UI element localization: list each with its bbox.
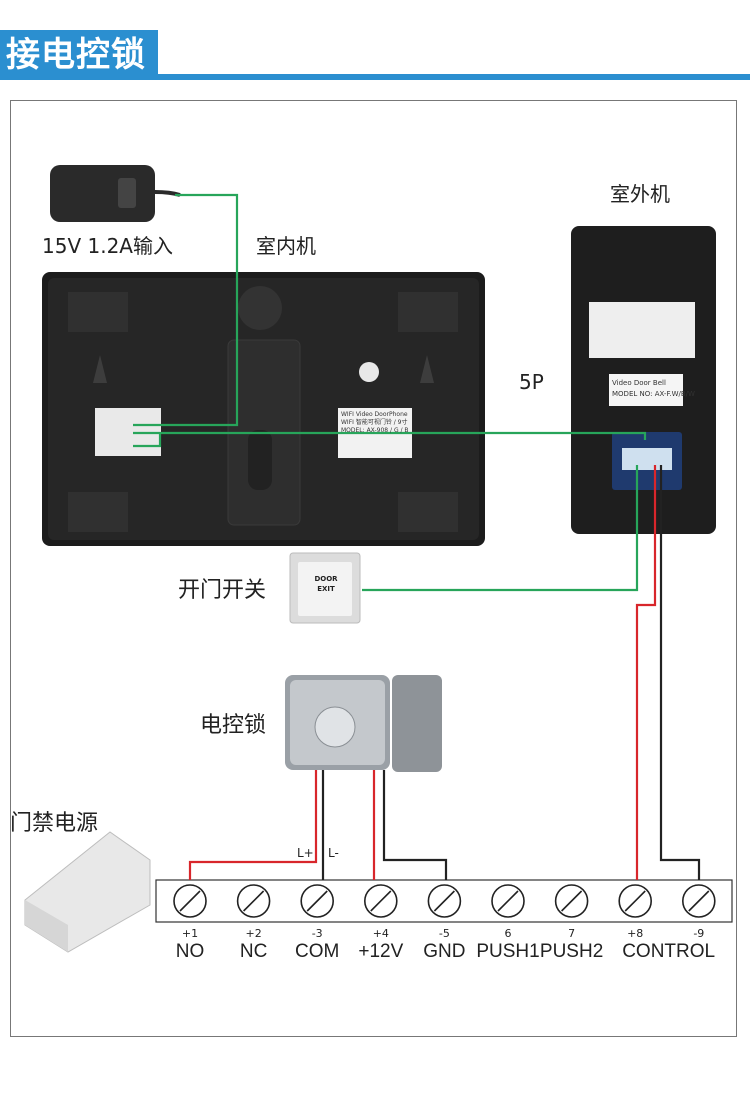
electric-lock-label: 电控锁 [200, 713, 267, 738]
exit-switch-label: 开门开关 [178, 578, 267, 603]
terminal-name: PUSH1 [476, 941, 540, 962]
wires [133, 193, 701, 880]
terminal-screw-slot [433, 890, 455, 912]
terminal-name: GND [423, 941, 466, 962]
section-title: 接电控锁 [0, 30, 158, 80]
exit-switch-image [289, 552, 361, 624]
terminal-name: NO [175, 941, 205, 962]
indoor-sticker-line1: WIFI Video DoorPhone [341, 411, 408, 418]
terminal-number: +4 [372, 927, 389, 940]
power-supply-image [24, 831, 151, 953]
terminal-number: -5 [438, 927, 450, 940]
terminal-number: -9 [693, 927, 705, 940]
exit-button-text: DOOR EXIT [306, 574, 346, 594]
terminal-number: -3 [311, 927, 323, 940]
l-minus-label: L- [328, 846, 339, 860]
terminal-number: +1 [181, 927, 199, 940]
l-plus-label: L+ [297, 846, 314, 860]
terminal-number: +8 [627, 927, 644, 940]
exit-button-line2: EXIT [317, 585, 335, 593]
terminal-screw-slot [243, 890, 265, 912]
outdoor-sticker-line2: MODEL NO: AX-F.W/B/W [612, 390, 695, 398]
exit-button-line1: DOOR [314, 575, 338, 583]
terminal-screw-slot [370, 890, 392, 912]
terminal-name: CONTROL [622, 941, 716, 962]
power-adapter-icon [50, 165, 181, 222]
power-adapter-label: 15V 1.2A输入 [42, 234, 173, 258]
terminal-screw-slot [561, 890, 583, 912]
access-power-label: 门禁电源 [10, 811, 99, 836]
terminal-block [155, 879, 733, 923]
outdoor-sticker: Video Door Bell MODEL NO: AX-F.W/B/W [612, 378, 695, 400]
indoor-sticker-line3: MODEL: AX-908 / G / B [341, 427, 409, 434]
terminal-number: 7 [568, 927, 576, 940]
indoor-unit-image [42, 272, 485, 546]
terminal-screw-slot [306, 890, 328, 912]
outdoor-unit-image [571, 226, 716, 534]
terminal-name: PUSH2 [539, 941, 604, 962]
terminal-number: 6 [504, 927, 512, 940]
electric-lock-image [285, 675, 442, 772]
terminal-screw-slot [688, 890, 710, 912]
indoor-sticker: WIFI Video DoorPhone WIFI 智能可视门铃 / 9寸 MO… [341, 411, 409, 435]
header-divider [158, 74, 750, 80]
terminal-name: COM [295, 941, 340, 962]
terminal-name: NC [239, 941, 268, 962]
outdoor-sticker-line1: Video Door Bell [612, 379, 666, 387]
section-header: 接电控锁 [0, 30, 750, 86]
terminal-screw-slot [624, 890, 646, 912]
indoor-sticker-line2: WIFI 智能可视门铃 / 9寸 [341, 419, 408, 426]
terminal-screw-slot [497, 890, 519, 912]
diagram-frame [10, 100, 737, 1037]
five-pin-label: 5P [519, 370, 544, 394]
indoor-unit-label: 室内机 [256, 234, 316, 258]
outdoor-unit-label: 室外机 [610, 182, 670, 206]
terminal-number: +2 [245, 927, 262, 940]
terminal-name: +12V [358, 941, 404, 962]
terminal-screw-slot [179, 890, 201, 912]
